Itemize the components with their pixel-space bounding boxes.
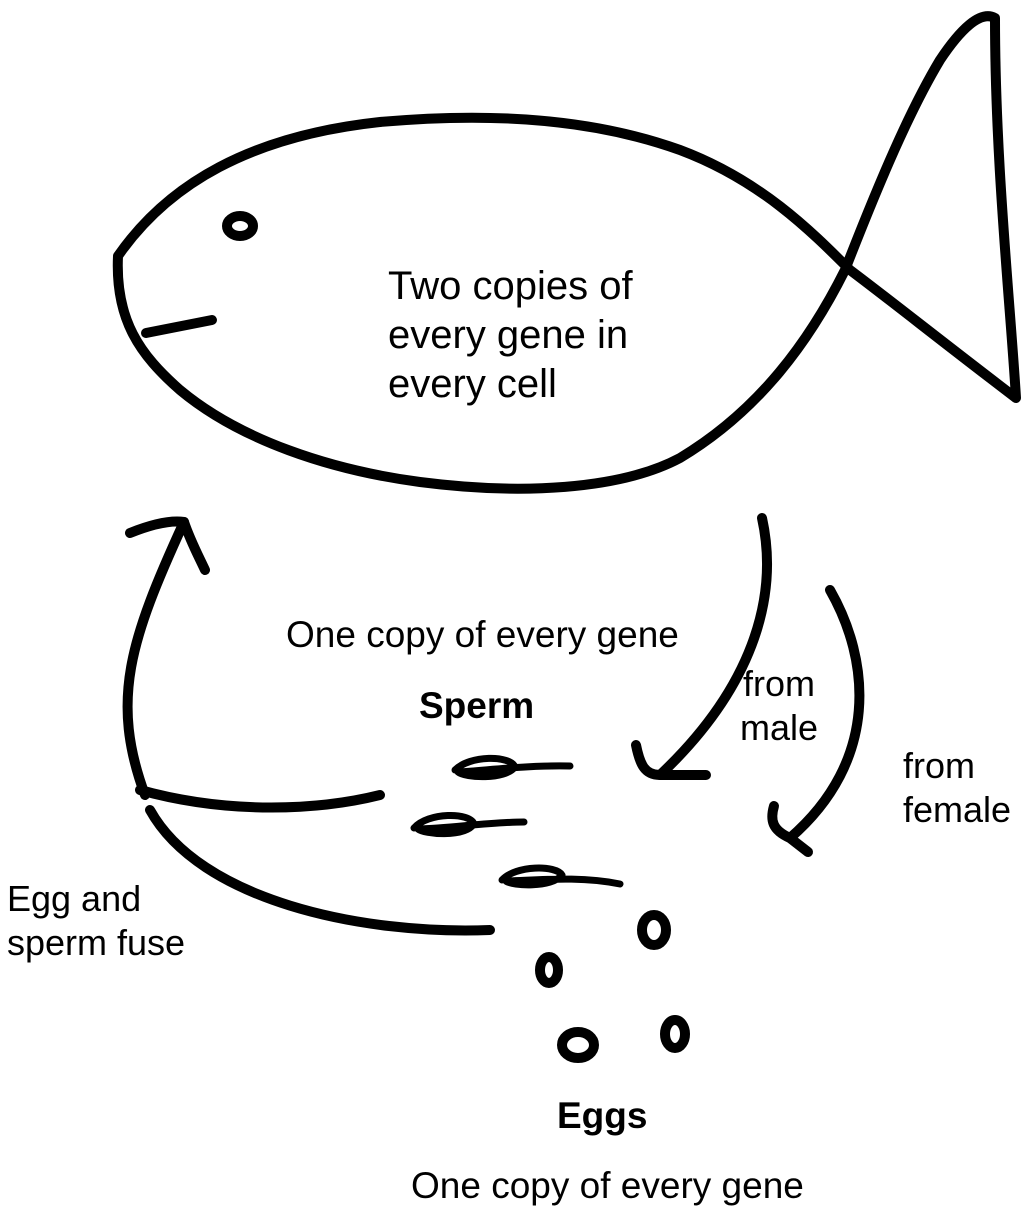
fish-gene-label-line: every gene in [388, 311, 688, 360]
from-female-label: from female [903, 744, 1011, 832]
sperm-gene-label: One copy of every gene [286, 612, 679, 657]
fusion-label-line: Egg and [7, 877, 185, 921]
sperm-group [414, 758, 620, 884]
fusion-label: Egg and sperm fuse [7, 877, 185, 965]
sperm-cell [455, 758, 570, 776]
egg [642, 915, 666, 945]
from-male-label-line: from [740, 662, 818, 706]
arrow-fusion-from-sperm [140, 790, 380, 808]
fish-mouth-line [146, 320, 212, 333]
egg [540, 957, 558, 983]
sperm-cell [502, 868, 620, 885]
from-male-label: from male [740, 662, 818, 750]
egg [665, 1020, 685, 1048]
fish-gene-label-line: Two copies of [388, 262, 688, 311]
egg [562, 1032, 594, 1058]
eggs-group [540, 915, 685, 1058]
from-male-label-line: male [740, 706, 818, 750]
fusion-label-line: sperm fuse [7, 921, 185, 965]
eggs-gene-label: One copy of every gene [411, 1163, 804, 1208]
fish-eye [227, 216, 253, 236]
sperm-title: Sperm [419, 683, 534, 728]
arrow-fusion-main-shaft [128, 522, 184, 795]
from-female-label-line: female [903, 788, 1011, 832]
eggs-title: Eggs [557, 1093, 647, 1138]
sperm-cell [414, 815, 524, 833]
fish-gene-label-line: every cell [388, 360, 688, 409]
fish [118, 16, 1016, 488]
fish-body-outline [118, 16, 1016, 488]
from-female-label-line: from [903, 744, 1011, 788]
fish-gene-label: Two copies of every gene in every cell [388, 262, 688, 408]
